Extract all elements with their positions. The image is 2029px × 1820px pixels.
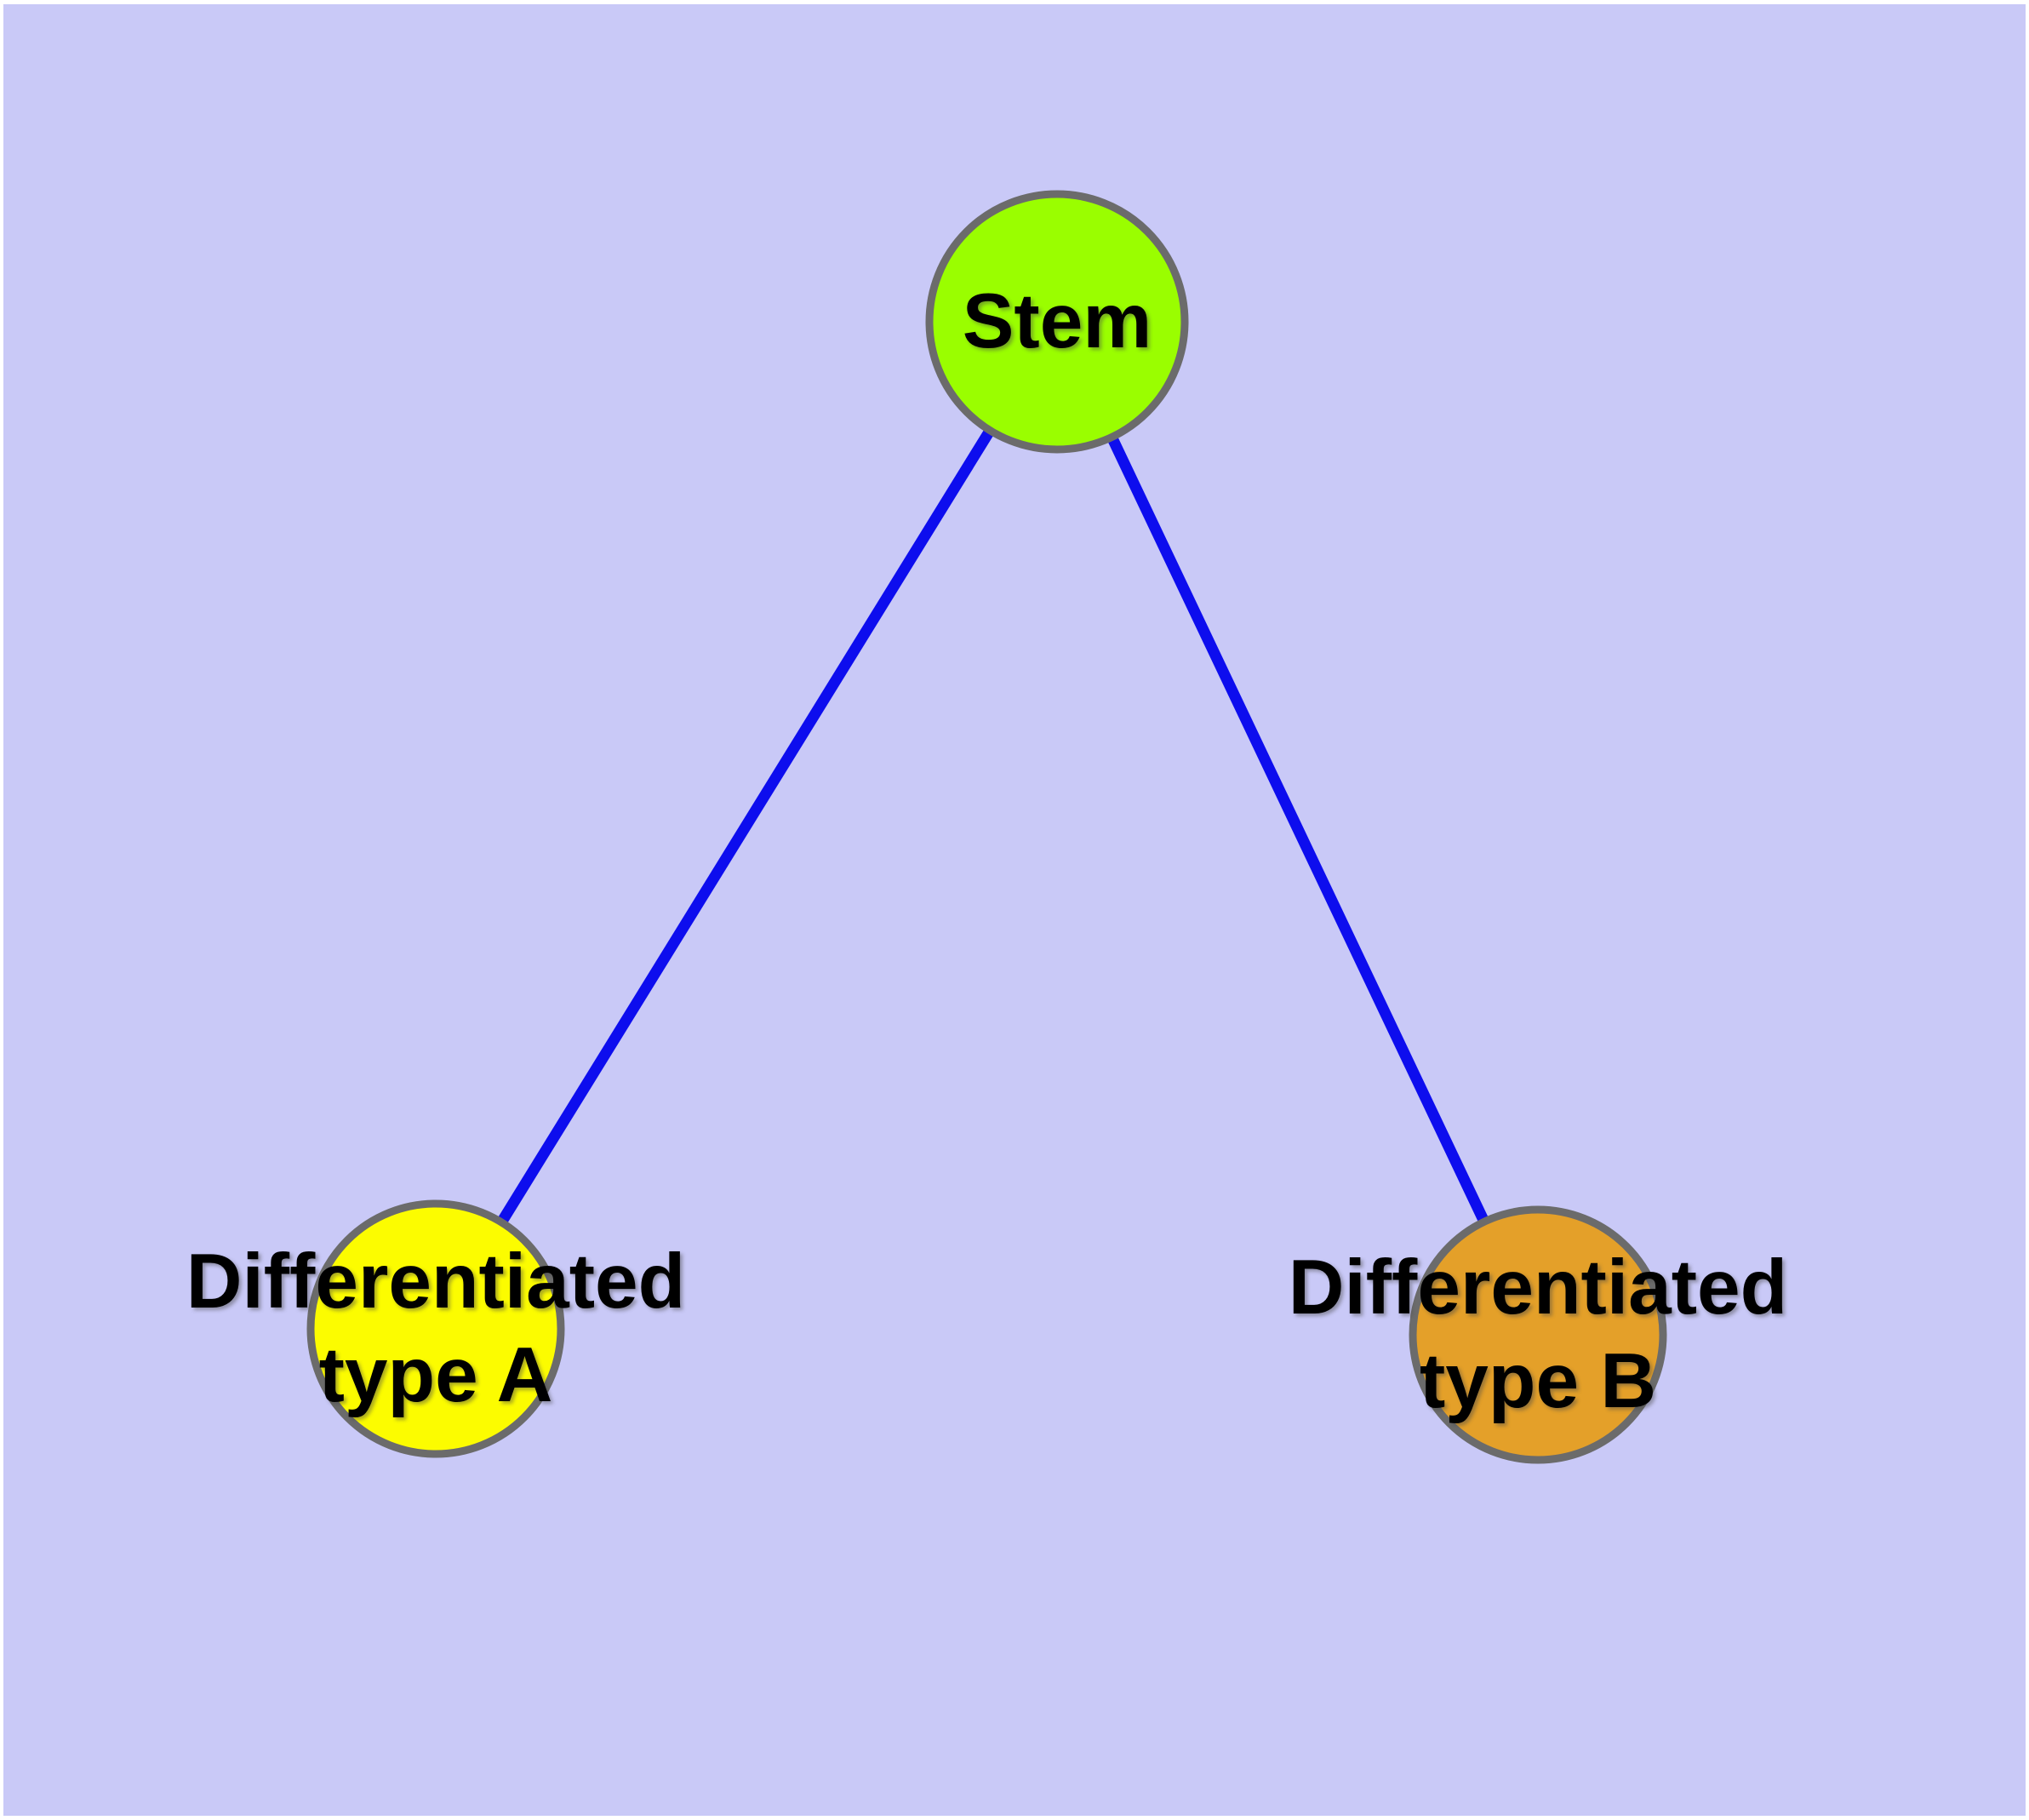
node-differentiated-type-a — [306, 1199, 565, 1458]
edge-stem-to-type-b — [1052, 319, 1543, 1337]
edge-stem-to-type-a — [431, 318, 1062, 1332]
node-differentiated-type-b — [1409, 1205, 1667, 1464]
node-stem — [925, 190, 1189, 454]
